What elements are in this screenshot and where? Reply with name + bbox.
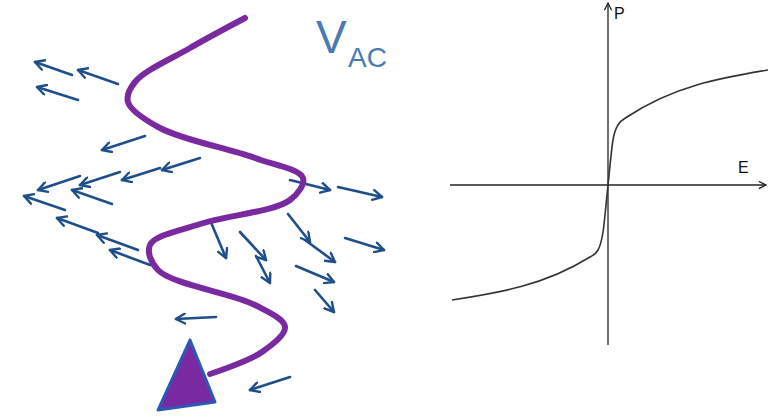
dipole-arrow [315,290,334,312]
dipole-arrow [296,266,334,282]
dipole-arrow [256,256,270,283]
voltage-subscript: AC [348,44,387,72]
dipole-arrow [37,87,78,100]
pe-curve [452,70,768,300]
dipole-arrow [72,190,112,204]
dipole-arrow [80,172,120,185]
dipole-arrow [176,317,216,319]
dipole-arrow [338,187,382,197]
dipole-arrow [38,176,80,190]
voltage-symbol: V [316,14,347,60]
dipole-arrow [110,250,150,265]
dipole-arrow [250,377,290,390]
dipole-arrow [162,158,200,170]
dipole-arrow [288,214,310,242]
dipole-arrow [240,232,266,260]
axis-label: P [614,6,625,22]
dipole-arrow [57,218,98,233]
dipole-arrow [24,196,65,210]
dipole-arrow [35,62,72,75]
ac-wave [128,18,304,374]
dipole-arrow [102,136,145,150]
dipole-arrow [305,240,335,262]
dipole-arrow [290,180,330,190]
dipole-arrow [122,168,160,180]
dipole-arrow [97,235,138,250]
wave-triangle [158,340,215,410]
dipole-arrow [345,238,384,250]
axis-label: E [738,160,749,176]
dipole-arrow [210,220,226,258]
dipole-arrow [78,70,118,84]
dipole-arrows [24,62,384,390]
